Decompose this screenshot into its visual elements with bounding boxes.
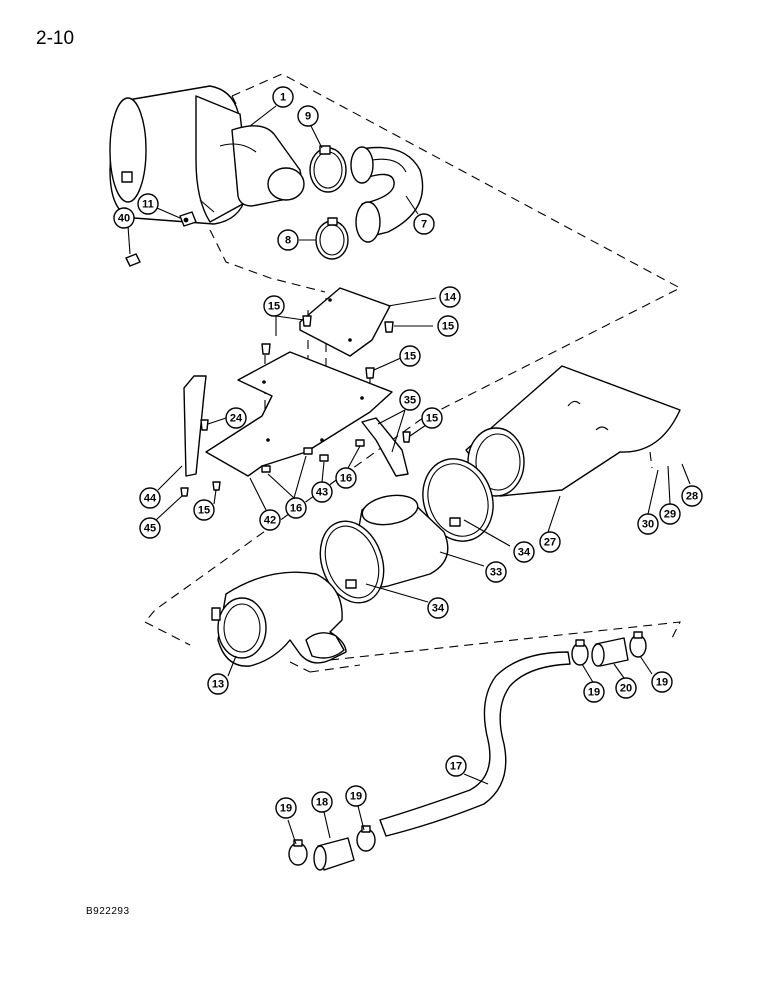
- clamp-34-upper: [422, 458, 494, 542]
- callout-label: 19: [656, 677, 668, 689]
- callout-c33: 33: [485, 561, 507, 583]
- callout-c42: 42: [259, 509, 281, 531]
- callout-label: 16: [340, 473, 352, 485]
- callout-c9: 9: [297, 105, 319, 127]
- callout-label: 30: [642, 519, 654, 531]
- callout-c1: 1: [272, 86, 294, 108]
- callout-label: 17: [450, 761, 462, 773]
- callout-c13: 13: [207, 673, 229, 695]
- callout-label: 16: [290, 503, 302, 515]
- callout-label: 43: [316, 487, 328, 499]
- callout-c15e: 15: [193, 499, 215, 521]
- callout-label: 20: [620, 683, 632, 695]
- callout-c34b: 34: [427, 597, 449, 619]
- callout-c19a: 19: [583, 681, 605, 703]
- callout-label: 19: [350, 791, 362, 803]
- callout-label: 9: [305, 111, 311, 123]
- figure-id: B922293: [86, 906, 130, 917]
- callout-c35: 35: [399, 389, 421, 411]
- clamp-19-bottom-b: [356, 825, 376, 852]
- callout-c16a: 16: [285, 497, 307, 519]
- callout-c43: 43: [311, 481, 333, 503]
- tube-18: [313, 837, 355, 871]
- callout-c15a: 15: [263, 295, 285, 317]
- page-number: 2-10: [36, 28, 75, 49]
- callout-label: 40: [118, 213, 130, 225]
- restriction-indicator-11: [179, 211, 197, 227]
- fasteners: [180, 315, 411, 497]
- callout-label: 8: [285, 235, 291, 247]
- callout-c18: 18: [311, 791, 333, 813]
- callout-label: 34: [518, 547, 531, 559]
- callout-label: 45: [144, 523, 156, 535]
- callout-label: 1: [280, 92, 286, 104]
- callout-bubbles: 1978114014151515151524351616434445422730…: [113, 86, 703, 819]
- callout-c34a: 34: [513, 541, 535, 563]
- callout-label: 13: [212, 679, 224, 691]
- callout-label: 15: [404, 351, 416, 363]
- air-cleaner: [109, 85, 305, 225]
- callout-label: 42: [264, 515, 276, 527]
- callout-c15d: 15: [421, 407, 443, 429]
- callout-label: 27: [544, 537, 556, 549]
- callout-c19d: 19: [345, 785, 367, 807]
- callout-label: 15: [268, 301, 280, 313]
- strap-44: [183, 375, 207, 477]
- callout-c15b: 15: [437, 315, 459, 337]
- callout-c16b: 16: [335, 467, 357, 489]
- leader-lines: [127, 105, 691, 845]
- callout-label: 18: [316, 797, 328, 809]
- callout-c17: 17: [445, 755, 467, 777]
- callout-c28: 28: [681, 485, 703, 507]
- clamp-19-right-b: [629, 631, 647, 658]
- callout-c29: 29: [659, 503, 681, 525]
- callout-c44: 44: [139, 487, 161, 509]
- tube-20: [591, 637, 629, 667]
- bracket-35: [361, 417, 409, 477]
- callout-label: 15: [198, 505, 210, 517]
- callout-c15c: 15: [399, 345, 421, 367]
- clamp-19-bottom-a: [288, 839, 308, 866]
- callout-label: 19: [280, 803, 292, 815]
- cap-40: [125, 253, 141, 267]
- callout-label: 24: [230, 413, 243, 425]
- callout-label: 15: [426, 413, 438, 425]
- hose-clamp-8: [315, 217, 349, 260]
- callout-label: 33: [490, 567, 502, 579]
- callout-c24: 24: [225, 407, 247, 429]
- hose-17: [379, 651, 571, 837]
- hose-clamp-9: [309, 145, 347, 193]
- clamp-19-right-a: [571, 639, 589, 666]
- callout-c8: 8: [277, 229, 299, 251]
- callout-c14: 14: [439, 286, 461, 308]
- callout-c45: 45: [139, 517, 161, 539]
- callout-c7: 7: [413, 213, 435, 235]
- callout-label: 19: [588, 687, 600, 699]
- callout-label: 34: [432, 603, 445, 615]
- bracket-14: [299, 287, 391, 357]
- callout-c40: 40: [113, 207, 135, 229]
- callout-label: 14: [444, 292, 457, 304]
- callout-label: 44: [144, 493, 157, 505]
- callout-c30: 30: [637, 513, 659, 535]
- callout-label: 7: [421, 219, 427, 231]
- callout-label: 28: [686, 491, 698, 503]
- clamp-34-lower: [319, 520, 385, 604]
- callout-c27: 27: [539, 531, 561, 553]
- callout-c11: 11: [137, 193, 159, 215]
- elbow-hose-7: [350, 146, 424, 243]
- callout-c19c: 19: [275, 797, 297, 819]
- callout-label: 11: [142, 199, 154, 211]
- callout-c20: 20: [615, 677, 637, 699]
- pre-cleaner-duct-27: [465, 365, 681, 497]
- callout-label: 35: [404, 395, 416, 407]
- callout-label: 29: [664, 509, 676, 521]
- elbow-13: [211, 571, 347, 667]
- callout-label: 15: [442, 321, 454, 333]
- callout-c19b: 19: [651, 671, 673, 693]
